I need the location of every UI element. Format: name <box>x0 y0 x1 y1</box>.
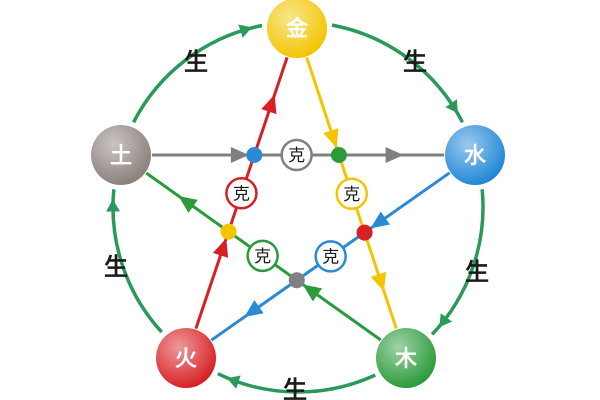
control-arrowhead <box>370 211 390 229</box>
generation-cycle <box>106 23 485 394</box>
element-label-water: 水 <box>464 144 487 169</box>
generation-arrowhead <box>106 199 121 212</box>
control-arrowhead <box>370 271 386 292</box>
element-node-earth[interactable]: 土 <box>91 125 151 185</box>
control-label-badge <box>335 177 369 211</box>
intersection-dot <box>330 147 347 163</box>
control-label-badge <box>225 177 258 210</box>
control-arrowhead <box>244 300 264 318</box>
control-arrowhead <box>178 195 198 213</box>
generation-label-earth-metal: 生 <box>184 48 208 76</box>
control-arrowhead <box>302 284 323 302</box>
control-label-3: 克 <box>246 239 279 273</box>
control-label-text: 克 <box>322 247 339 267</box>
control-label-text: 克 <box>288 146 305 166</box>
generation-label-water-wood: 生 <box>465 258 489 286</box>
element-node-water[interactable]: 水 <box>445 125 505 185</box>
control-label-1: 克 <box>335 177 369 211</box>
control-label-text: 克 <box>254 247 271 267</box>
intersection-dot <box>356 224 373 241</box>
element-label-metal: 金 <box>285 16 309 42</box>
generation-label-fire-earth: 生 <box>104 253 128 281</box>
generation-arrowhead <box>227 375 241 389</box>
generation-label-wood-fire: 生 <box>283 376 307 400</box>
control-label-badge <box>314 240 347 273</box>
generation-arrowhead <box>445 99 458 114</box>
element-node-metal[interactable]: 金 <box>267 0 327 58</box>
element-label-fire: 火 <box>175 347 197 372</box>
element-node-wood[interactable]: 木 <box>376 328 436 388</box>
generation-arc-metal-water <box>331 23 465 124</box>
control-label-text: 克 <box>343 185 360 205</box>
intersection-dot <box>288 272 305 289</box>
intersection-dots <box>220 147 373 289</box>
control-arrowhead <box>323 128 339 148</box>
control-arrowhead <box>385 147 404 163</box>
control-label-badge <box>280 138 313 172</box>
element-label-earth: 土 <box>110 144 132 169</box>
element-node-fire[interactable]: 火 <box>156 328 216 388</box>
control-label-text: 克 <box>233 184 250 204</box>
element-label-wood: 木 <box>394 347 418 372</box>
control-arrowhead <box>212 238 229 258</box>
control-label-0: 克 <box>280 138 313 172</box>
control-arrowhead <box>261 94 277 115</box>
control-label-4: 克 <box>225 177 258 210</box>
control-label-badge <box>246 239 279 273</box>
generation-arrowhead <box>238 24 252 38</box>
generation-label-metal-water: 生 <box>403 48 427 76</box>
control-arrowhead <box>230 147 249 163</box>
intersection-dot <box>220 223 237 240</box>
generation-arrowhead <box>439 313 453 328</box>
control-star <box>145 56 451 342</box>
intersection-dot <box>246 147 263 163</box>
control-label-2: 克 <box>314 240 347 273</box>
